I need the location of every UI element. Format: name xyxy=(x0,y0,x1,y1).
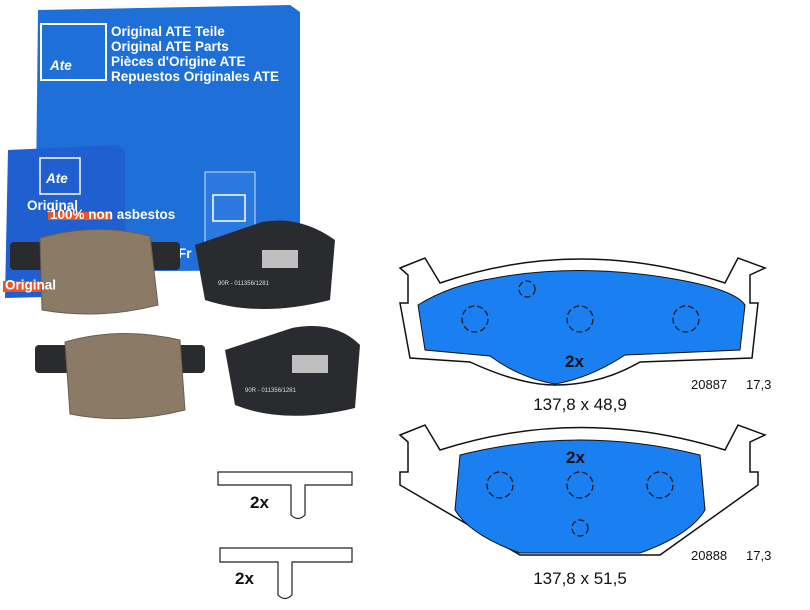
box-side-text: Fr xyxy=(178,246,192,261)
ate-logo-icon xyxy=(39,157,81,195)
pad-diagram-20887: 2x 137,8 x 48,9 20887 17,3 xyxy=(398,257,771,414)
brake-pad-front-2 xyxy=(35,332,205,420)
box-line-1: Original ATE Teile xyxy=(111,24,225,39)
diagram-qty: 2x xyxy=(566,448,585,467)
small-box-footer-strip: Original xyxy=(3,278,56,293)
small-box-badge: 100% non asbestos xyxy=(50,207,175,222)
brake-pad-back-1: 90R - 011356/1281 xyxy=(195,220,335,309)
pad-diagram-20888: 2x 137,8 x 51,5 20888 17,3 xyxy=(398,424,771,588)
diagram-dimensions: 137,8 x 51,5 xyxy=(533,569,627,588)
diagram-thickness: 17,3 xyxy=(746,377,771,392)
diagram-qty: 2x xyxy=(565,352,584,371)
brake-pad-back-2: 90R - 011356/1281 xyxy=(225,326,360,416)
small-box-footer: Original xyxy=(5,278,56,293)
diagram-part-number: 20887 xyxy=(691,377,727,392)
spring-clip-2: 2x xyxy=(219,547,353,600)
pad-marking: 90R - 011356/1281 xyxy=(245,388,297,394)
small-box-title: Original xyxy=(27,198,78,213)
brake-pad-front-1 xyxy=(10,228,180,315)
svg-text:Ate: Ate xyxy=(45,171,68,186)
box-line-2: Original ATE Parts xyxy=(111,39,229,54)
ate-logo-icon xyxy=(40,23,107,81)
spring-clip-1: 2x xyxy=(217,471,353,520)
diagram-thickness: 17,3 xyxy=(746,548,771,563)
box-line-4: Repuestos Originales ATE xyxy=(111,69,279,84)
clip-qty: 2x xyxy=(235,569,254,588)
ate-logo-text: Ate xyxy=(49,58,72,73)
diagram-part-number: 20888 xyxy=(691,548,727,563)
box-line-3: Pièces d'Origine ATE xyxy=(111,54,246,69)
clip-qty: 2x xyxy=(250,493,269,512)
diagram-dimensions: 137,8 x 48,9 xyxy=(533,395,627,414)
pad-marking: 90R - 011356/1281 xyxy=(218,281,270,287)
